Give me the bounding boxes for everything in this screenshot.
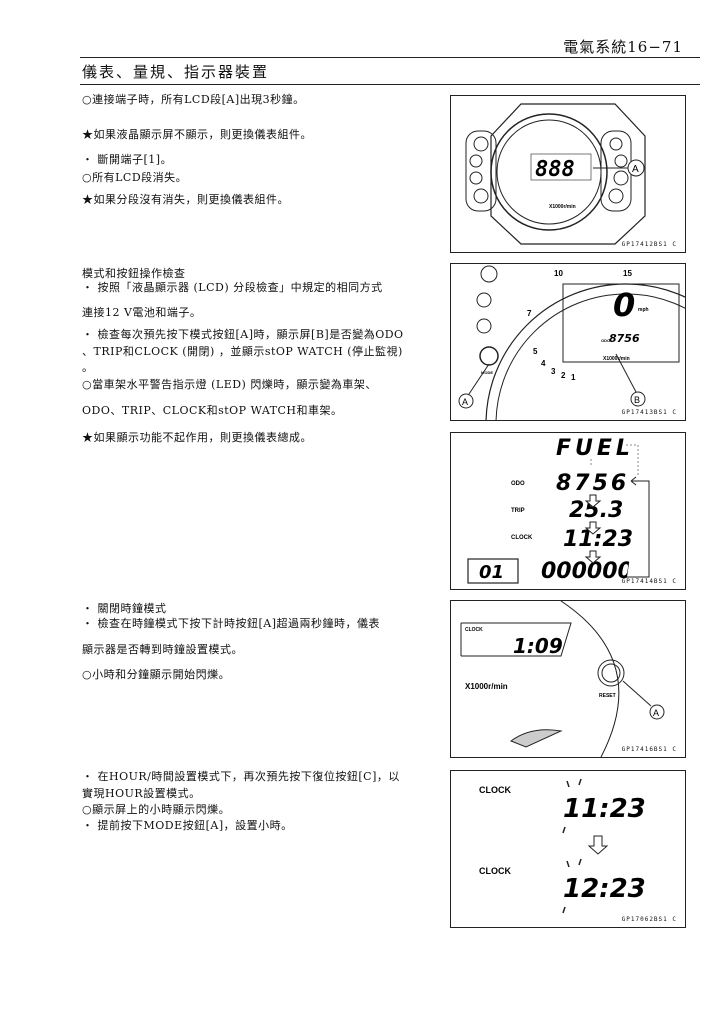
- clock-label: CLOCK: [479, 866, 511, 876]
- text-line: ○連接端子時，所有LCD段[A]出現3秒鐘。: [82, 93, 305, 106]
- callout-a: A: [653, 708, 659, 718]
- figure-hour-set: CLOCK CLOCK 11:23 12:23 GP17062BS1 C: [450, 770, 686, 928]
- text-line: ○顯示屏上的小時顯示閃爍。: [82, 803, 231, 816]
- text-line: ・ 檢查在時鐘模式下按下計時按鈕[A]超過兩秒鐘時，儀表: [82, 617, 381, 630]
- tick-label: 3: [551, 367, 556, 376]
- tick-label: 5: [533, 347, 538, 356]
- section-header: 電氣系統16−71: [563, 38, 683, 56]
- rpm-unit-label: X1000r/min: [603, 356, 630, 362]
- rpm-unit-label: X1000r/min: [549, 204, 576, 210]
- text-line: ODO、TRIP、CLOCK和stOP WATCH和車架。: [82, 404, 343, 417]
- meter-illustration: 888 X1000r/min A: [465, 103, 646, 245]
- subheading: 模式和按鈕操作檢查: [82, 267, 186, 280]
- arrow-icons: [584, 476, 650, 578]
- speed-unit: mph: [638, 307, 649, 313]
- tick-label: 1: [571, 373, 576, 382]
- mode-label: MODE: [481, 370, 493, 375]
- display-sequence-illustration: FUEL 8756 25.3 11:23 000000 01 ODO TRIP …: [467, 436, 650, 584]
- trip-label: TRIP: [511, 508, 525, 514]
- text-line: 實現HOUR設置模式。: [82, 787, 201, 800]
- clock-readout-before: 11:23: [563, 794, 646, 824]
- callout-b: B: [634, 395, 640, 405]
- speed-readout: 0: [613, 286, 635, 324]
- reset-label: RESET: [599, 693, 616, 699]
- text-line: ・ 檢查每次預先按下模式按鈕[A]時，顯示屏[B]是否變為ODO: [82, 328, 404, 341]
- odo-label: ODO: [601, 338, 610, 343]
- fuel-readout: FUEL: [556, 436, 634, 461]
- page-title: 儀表、量規、指示器裝置: [82, 63, 270, 81]
- hour-set-illustration: CLOCK CLOCK 11:23 12:23: [479, 778, 646, 914]
- figure-clock-set: CLOCK 1:09 X1000r/min RESET A GP17416BS1…: [450, 600, 686, 758]
- text-line: ○當車架水平警告指示燈 (LED) 閃爍時，顯示變為車架、: [82, 378, 377, 391]
- clock-label: CLOCK: [465, 627, 483, 633]
- tick-label: 7: [527, 309, 532, 318]
- clock-readout: 11:23: [563, 527, 633, 552]
- tick-label: 2: [561, 371, 566, 380]
- tick-label: 4: [541, 359, 546, 368]
- clock-readout: 1:09: [513, 634, 563, 658]
- text-line: ・ 按照「液晶顯示器 (LCD) 分段檢查」中規定的相同方式: [82, 281, 383, 294]
- tick-label: 15: [623, 269, 632, 278]
- text-line: 連接12 V電池和端子。: [82, 306, 202, 319]
- text-line: ★如果分段沒有消失，則更換儀表組件。: [82, 193, 289, 206]
- figure-code: GP17062BS1 C: [621, 916, 677, 923]
- text-line: 、TRIP和CLOCK (開閉) ，並顯示stOP WATCH (停止監視): [82, 345, 403, 358]
- text-line: ・ 提前按下MODE按鈕[A]，設置小時。: [82, 819, 293, 832]
- meter-closeup-illustration: MODE 0 mph 8756 ODO X1000r/min 10 15 7 5…: [458, 265, 685, 420]
- clock-label: CLOCK: [479, 785, 511, 795]
- callout-a: A: [462, 397, 468, 407]
- text-line: ★如果顯示功能不起作用，則更換儀表總成。: [82, 431, 312, 444]
- tick-label: 10: [554, 269, 563, 278]
- odo-readout: 8756: [609, 332, 640, 345]
- figure-mode-button: MODE 0 mph 8756 ODO X1000r/min 10 15 7 5…: [450, 263, 686, 421]
- divider: [80, 84, 700, 85]
- text-line: 。: [82, 361, 94, 374]
- arrow-down-icon: [587, 835, 609, 855]
- figure-code: GP17412BS1 C: [621, 241, 677, 248]
- counter-box-value: 01: [479, 562, 504, 583]
- figure-code: GP17413BS1 C: [621, 409, 677, 416]
- figure-meter-lcd-segments: 888 X1000r/min A GP17412BS1 C: [450, 95, 686, 253]
- text-line: ・ 關閉時鐘模式: [82, 602, 167, 615]
- text-line: ○所有LCD段消失。: [82, 171, 188, 184]
- divider: [80, 57, 700, 58]
- text-line: 顯示器是否轉到時鐘設置模式。: [82, 643, 243, 656]
- text-line: ★如果液晶顯示屏不顯示，則更換儀表組件。: [82, 128, 312, 141]
- lcd-segments: 888: [535, 157, 575, 182]
- text-line: ○小時和分鐘顯示開始閃爍。: [82, 668, 231, 681]
- callout-a: A: [632, 164, 639, 175]
- odo-readout: 8756: [556, 471, 629, 496]
- rpm-unit-label: X1000r/min: [465, 682, 508, 691]
- text-line: ・ 斷開端子[1]。: [82, 153, 173, 166]
- odo-label: ODO: [511, 481, 525, 487]
- figure-display-sequence: FUEL 8756 25.3 11:23 000000 01 ODO TRIP …: [450, 432, 686, 590]
- clock-label: CLOCK: [511, 535, 533, 541]
- stopwatch-readout: 000000: [541, 559, 633, 584]
- figure-code: GP17414BS1 C: [621, 578, 677, 585]
- figure-code: GP17416BS1 C: [621, 746, 677, 753]
- text-line: ・ 在HOUR/時間設置模式下，再次預先按下復位按鈕[C]，以: [82, 770, 400, 783]
- clock-set-illustration: CLOCK 1:09 X1000r/min RESET A: [460, 601, 665, 757]
- clock-readout-after: 12:23: [563, 874, 646, 904]
